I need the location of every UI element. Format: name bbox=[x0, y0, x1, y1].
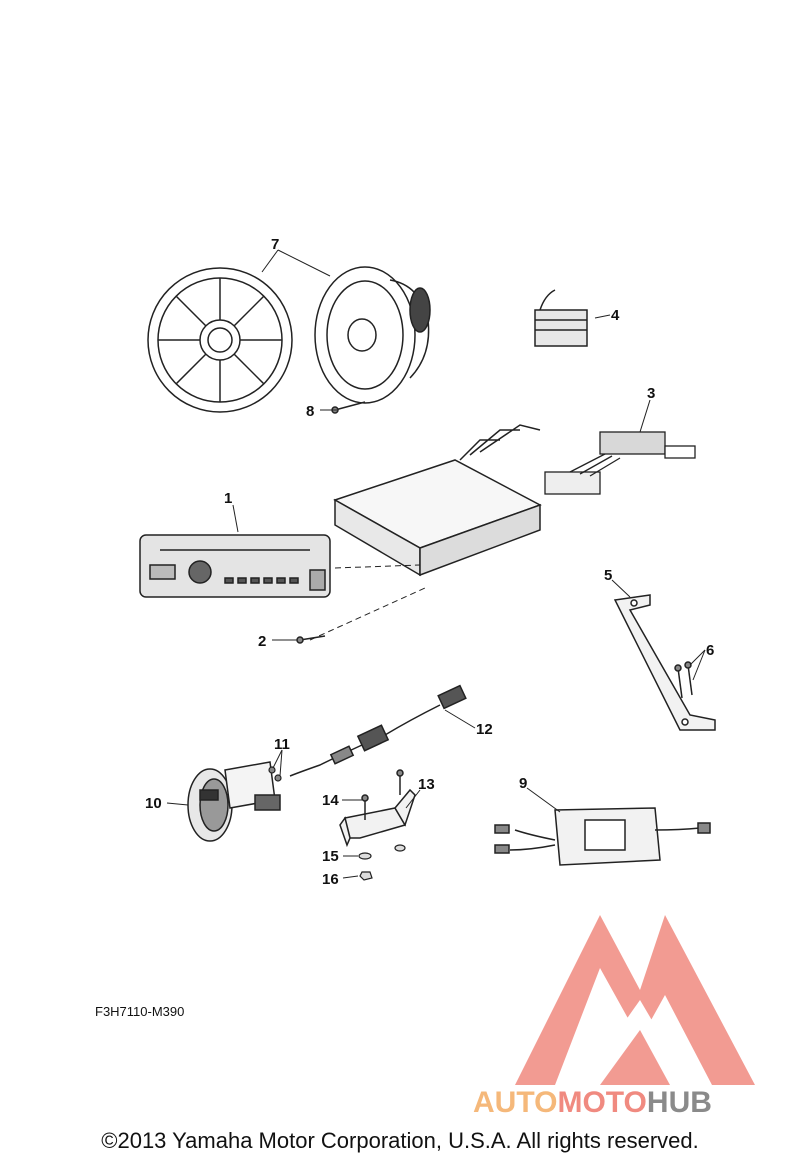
callout-10: 10 bbox=[145, 795, 162, 812]
callout-14: 14 bbox=[322, 792, 339, 809]
speaker bbox=[314, 266, 431, 404]
drawing-code: F3H7110-M390 bbox=[95, 1004, 185, 1019]
bracket-bolts bbox=[674, 661, 693, 699]
callout-2: 2 bbox=[258, 633, 266, 650]
callout-9: 9 bbox=[519, 775, 527, 792]
watermark-word: AUTOMOTOHUB bbox=[473, 1086, 712, 1119]
remote-module bbox=[534, 289, 588, 347]
callout-15: 15 bbox=[322, 848, 339, 865]
callout-12: 12 bbox=[476, 721, 493, 738]
copyright-notice: ©2013 Yamaha Motor Corporation, U.S.A. A… bbox=[101, 1128, 699, 1153]
head-unit-chassis bbox=[333, 424, 542, 577]
callout-labels: 7 8 4 3 1 2 5 6 12 11 9 13 14 10 15 16 bbox=[145, 236, 714, 888]
watermark-word-auto: AUTO bbox=[473, 1086, 557, 1119]
usb-cable bbox=[289, 684, 467, 777]
watermark-word-moto: MOTO bbox=[557, 1086, 646, 1119]
remote-bracket bbox=[339, 788, 416, 848]
callout-6: 6 bbox=[706, 642, 714, 659]
callout-8: 8 bbox=[306, 403, 314, 420]
callout-leaders bbox=[166, 249, 706, 879]
washer-and-nut bbox=[358, 844, 406, 881]
bracket-screws bbox=[361, 769, 404, 820]
callout-16: 16 bbox=[322, 871, 339, 888]
speaker-screw bbox=[331, 401, 366, 414]
mounting-bracket bbox=[613, 594, 716, 731]
callout-3: 3 bbox=[647, 385, 655, 402]
callout-11: 11 bbox=[274, 736, 290, 753]
callout-5: 5 bbox=[604, 567, 612, 584]
marine-remote bbox=[187, 761, 281, 842]
amplifier-module bbox=[494, 807, 711, 866]
callout-1: 1 bbox=[224, 490, 232, 507]
callout-7: 7 bbox=[271, 236, 279, 253]
speaker-grille bbox=[147, 267, 293, 413]
watermark-word-hub: HUB bbox=[647, 1086, 712, 1119]
callout-4: 4 bbox=[611, 307, 620, 324]
callout-13: 13 bbox=[418, 776, 435, 793]
alignment-lines bbox=[309, 564, 426, 641]
head-unit-faceplate bbox=[139, 534, 331, 598]
wiring-harness bbox=[544, 431, 696, 495]
remote-screws bbox=[268, 766, 282, 782]
watermark-logo bbox=[515, 915, 755, 1085]
